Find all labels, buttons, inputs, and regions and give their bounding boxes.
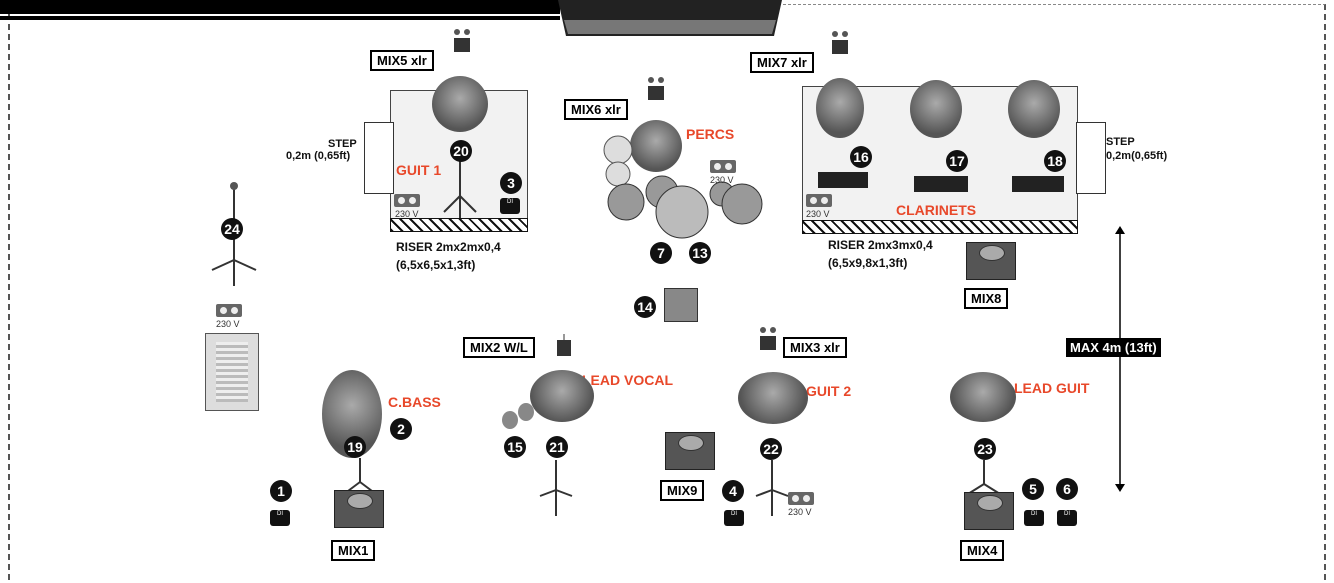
max-height-label: MAX 4m (13ft): [1066, 338, 1161, 357]
power-outlet-icon: [710, 160, 736, 173]
di-box-4-icon: DI: [724, 510, 744, 526]
mic-stand-21: [539, 460, 573, 516]
maracas: [502, 403, 534, 429]
musician-guit2: [738, 372, 808, 424]
role-lead-guit: LEAD GUIT: [1014, 380, 1090, 396]
monitor-mix4: [964, 492, 1014, 530]
mic-stand-20: [443, 150, 477, 218]
di-box-3-icon: DI: [500, 198, 520, 214]
drum-kit: [603, 135, 763, 239]
step-left: [364, 122, 394, 194]
music-stand-16: [818, 172, 868, 188]
riser-right-truss: [802, 220, 1078, 234]
channel-14: 14: [634, 296, 656, 318]
riser-left-size-ft: (6,5x6,5x1,3ft): [396, 258, 476, 272]
channel-17: 17: [946, 150, 968, 172]
channel-20: 20: [450, 140, 472, 162]
musician-percs: [630, 120, 682, 172]
channel-3: 3: [500, 172, 522, 194]
monitor-mix1: [334, 490, 384, 528]
mix2-label: MIX2 W/L: [463, 337, 535, 358]
inear-mix5-icon: [454, 29, 470, 52]
step-left-title: STEP: [328, 138, 357, 150]
mix6-label: MIX6 xlr: [564, 99, 628, 120]
inear-mix7-icon: [832, 31, 848, 54]
monitor-mix9: [665, 432, 715, 470]
stage-front-bar: [0, 0, 560, 14]
power-outlet-icon: [216, 304, 242, 317]
riser-right-size: RISER 2mx3mx0,4: [828, 238, 933, 252]
stage-tab: [558, 0, 782, 36]
role-clarinets: CLARINETS: [896, 202, 977, 218]
bass-amp: [205, 333, 259, 411]
music-stand-18: [1012, 176, 1064, 192]
riser-left-truss: [390, 218, 528, 232]
channel-18: 18: [1044, 150, 1066, 172]
channel-19: 19: [344, 436, 366, 458]
power-label: 230 V: [806, 209, 830, 219]
power-label: 230 V: [710, 175, 734, 185]
power-outlet-icon: [806, 194, 832, 207]
power-outlet-icon: [394, 194, 420, 207]
step-right: [1076, 122, 1106, 194]
channel-5: 5: [1022, 478, 1044, 500]
step-right-size: 0,2m(0,65ft): [1106, 150, 1168, 162]
music-stand-17: [914, 176, 968, 192]
channel-6: 6: [1056, 478, 1078, 500]
di-box-5-icon: DI: [1024, 510, 1044, 526]
channel-2: 2: [390, 418, 412, 440]
percussion-box: [664, 288, 698, 322]
power-outlet-icon: [788, 492, 814, 505]
mix4-label: MIX4: [960, 540, 1005, 561]
role-guit2: GUIT 2: [806, 383, 852, 399]
channel-22: 22: [760, 438, 782, 460]
musician-lead-vocal: [530, 370, 594, 422]
channel-21: 21: [546, 436, 568, 458]
mix7-label: MIX7 xlr: [750, 52, 814, 73]
role-cbass: C.BASS: [388, 394, 441, 410]
channel-24: 24: [221, 218, 243, 240]
wireless-mix2-icon: [557, 334, 571, 356]
mix3-label: MIX3 xlr: [783, 337, 847, 358]
channel-23: 23: [974, 438, 996, 460]
musician-guit1: [432, 76, 488, 132]
role-lead-vocal: LEAD VOCAL: [582, 372, 673, 388]
mic-stand-22: [755, 460, 789, 516]
channel-16: 16: [850, 146, 872, 168]
stage-front-bar-thin: [0, 16, 560, 20]
musician-clarinet2: [910, 80, 962, 138]
monitor-mix8: [966, 242, 1016, 280]
riser-left-size: RISER 2mx2mx0,4: [396, 240, 501, 254]
mix8-label: MIX8: [964, 288, 1009, 309]
role-guit1: GUIT 1: [396, 162, 442, 178]
power-label: 230 V: [216, 319, 240, 329]
musician-clarinet1: [816, 78, 864, 138]
di-box-1-icon: DI: [270, 510, 290, 526]
mix1-label: MIX1: [331, 540, 376, 561]
channel-1: 1: [270, 480, 292, 502]
inear-mix3-icon: [760, 327, 776, 350]
mix9-label: MIX9: [660, 480, 705, 501]
riser-right-size-ft: (6,5x9,8x1,3ft): [828, 256, 908, 270]
step-right-title: STEP: [1106, 136, 1135, 148]
power-label: 230 V: [788, 507, 812, 517]
channel-13: 13: [689, 242, 711, 264]
mix5-label: MIX5 xlr: [370, 50, 434, 71]
musician-clarinet3: [1008, 80, 1060, 138]
channel-7: 7: [650, 242, 672, 264]
channel-4: 4: [722, 480, 744, 502]
musician-lead-guit: [950, 372, 1016, 422]
max-height-arrow: [1115, 226, 1125, 492]
inear-mix6-icon: [648, 77, 664, 100]
di-box-6-icon: DI: [1057, 510, 1077, 526]
step-left-size: 0,2m (0,65ft): [286, 150, 351, 162]
channel-15: 15: [504, 436, 526, 458]
role-percs: PERCS: [686, 126, 735, 142]
power-label: 230 V: [395, 209, 419, 219]
